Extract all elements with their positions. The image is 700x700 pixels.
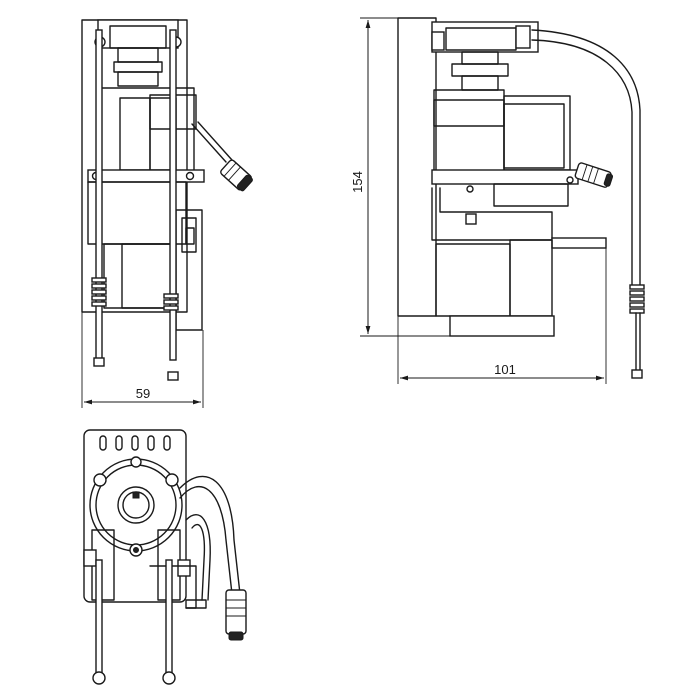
top-rod-left — [95, 559, 103, 677]
front-rod-left — [95, 29, 103, 361]
side-tab — [551, 237, 607, 249]
top-slots — [99, 435, 171, 451]
dimension-label-154: 154 — [350, 171, 365, 193]
dimension-width-front: 59 — [81, 312, 204, 408]
dimension-height-side: 154 — [350, 17, 450, 337]
front-motor-body — [99, 87, 195, 177]
top-connector — [225, 589, 247, 641]
side-cable-spring — [629, 284, 645, 314]
front-connector — [220, 159, 253, 192]
dimension-label-101: 101 — [494, 362, 516, 377]
front-rod-right — [169, 29, 177, 361]
dimension-label-59: 59 — [136, 386, 150, 401]
front-cable — [191, 123, 227, 163]
top-rod-right — [165, 559, 173, 677]
side-connector — [574, 162, 614, 188]
top-pump-head — [89, 458, 183, 552]
top-back-plate — [83, 429, 187, 603]
side-bracket — [431, 187, 553, 241]
side-back-plate — [397, 17, 437, 317]
front-view — [81, 19, 253, 381]
top-cable — [179, 475, 241, 595]
front-spring-left — [91, 277, 107, 307]
dimension-width-side: 101 — [397, 248, 607, 384]
side-motor-body — [433, 89, 505, 175]
top-rotor — [117, 486, 155, 524]
side-base — [449, 315, 555, 337]
front-spring-right — [163, 293, 179, 311]
side-lower-body — [509, 239, 553, 317]
side-mid-plate — [431, 169, 579, 185]
top-view — [83, 429, 247, 685]
side-cable — [531, 29, 641, 286]
side-view — [397, 17, 645, 379]
